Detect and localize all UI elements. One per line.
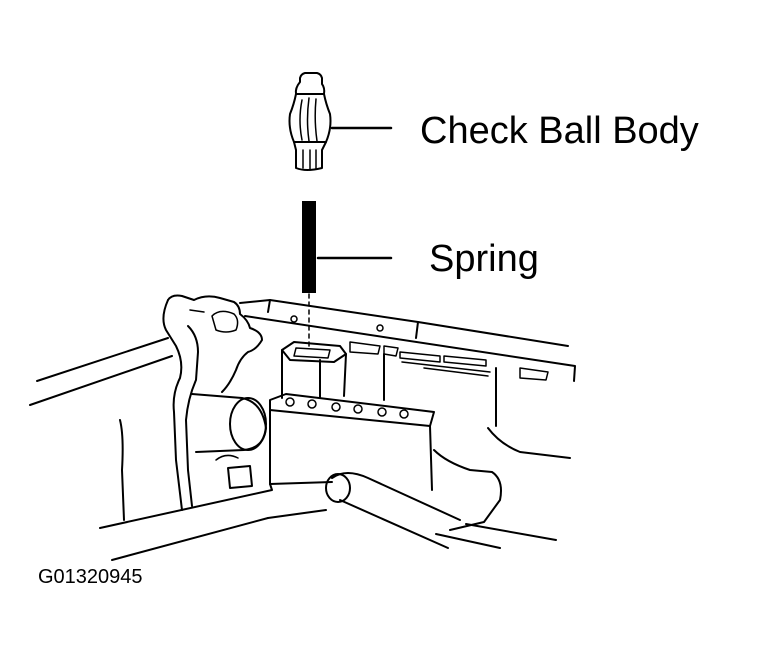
figure-code-label: G01320945 xyxy=(38,566,143,588)
check-ball-body-part xyxy=(290,73,331,170)
spring-label: Spring xyxy=(429,238,539,280)
check-ball-body-label: Check Ball Body xyxy=(420,110,699,152)
spring-part xyxy=(302,201,316,293)
transmission-case xyxy=(30,296,575,561)
